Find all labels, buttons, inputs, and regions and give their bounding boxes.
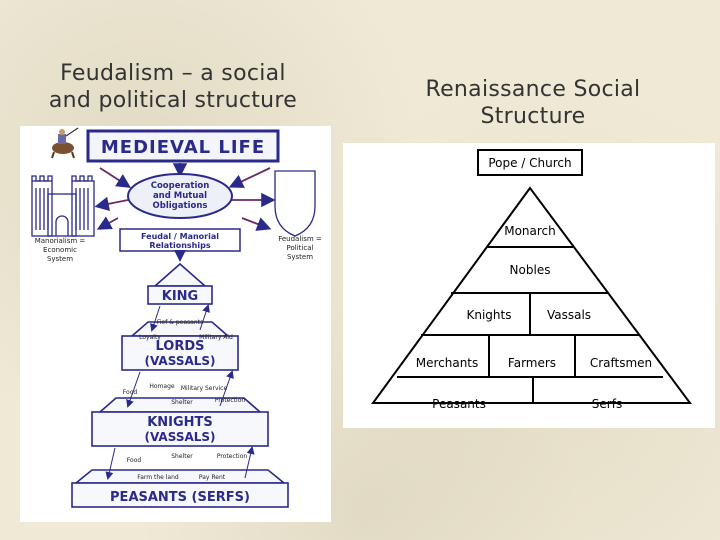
knight-icon <box>51 127 79 159</box>
label-homage: Homage <box>149 383 175 390</box>
tier-lords-vassals: (VASSALS) <box>144 354 215 368</box>
oval-line-1: Cooperation <box>151 181 210 191</box>
connector-arrows <box>94 163 276 231</box>
banner-title: MEDIEVAL LIFE <box>101 137 265 158</box>
cooperation-oval: Cooperation and Mutual Obligations <box>127 173 233 219</box>
label-military-service: Military Service <box>181 385 228 392</box>
label-fief: Fief & peasants <box>157 319 203 326</box>
monarch-label: Monarch <box>504 224 556 238</box>
pope-box <box>477 149 583 176</box>
right-slide-title: Renaissance Social Structure <box>368 76 698 130</box>
tier-lords: LORDS <box>155 339 204 354</box>
tier-peasants: PEASANTS (SERFS) <box>110 490 250 505</box>
merchants-label: Merchants <box>416 356 479 370</box>
tier-knights: KNIGHTS <box>147 415 213 430</box>
label-shelter-2: Shelter <box>171 453 193 460</box>
manorialism-line-2: Economic <box>43 246 77 254</box>
peasants-label: Peasants <box>432 397 486 411</box>
oval-line-3: Obligations <box>153 201 208 211</box>
renaissance-structure-diagram: Pope / Church Monarch Nobles Knights Vas… <box>343 143 715 428</box>
renaissance-structure-svg: Pope / Church Monarch Nobles Knights Vas… <box>371 149 692 411</box>
king-bar <box>147 285 213 305</box>
knights-bar <box>91 411 269 447</box>
feudal-box-line-1: Feudal / Manorial <box>141 232 219 241</box>
peasants-bar <box>71 482 289 508</box>
farmers-label: Farmers <box>508 356 556 370</box>
feudal-manorial-box: Feudal / Manorial Relationships <box>119 228 241 252</box>
obligation-arrows <box>105 304 255 480</box>
label-loyalty: Loyalty <box>139 334 161 341</box>
left-slide-title: Feudalism – a social and political struc… <box>8 60 338 114</box>
feudalism-line-3: System <box>287 253 313 261</box>
vassals-label: Vassals <box>547 308 591 322</box>
serfs-label: Serfs <box>592 397 622 411</box>
label-pay-rent: Pay Rent <box>199 474 226 481</box>
label-protection-2: Protection <box>217 453 248 460</box>
knights-label: Knights <box>467 308 512 322</box>
left-title-line-1: Feudalism – a social <box>60 61 286 86</box>
king-tier <box>152 262 208 287</box>
medieval-life-diagram: MEDIEVAL LIFE Manorialism = Economic Sys… <box>20 126 331 522</box>
lords-bar <box>121 335 239 371</box>
label-shelter-1: Shelter <box>171 399 193 406</box>
manorialism-line-1: Manorialism = <box>35 237 86 245</box>
nobles-label: Nobles <box>510 263 551 277</box>
feudalism-line-2: Political <box>287 244 314 252</box>
medieval-life-svg: MEDIEVAL LIFE Manorialism = Economic Sys… <box>31 127 322 508</box>
pope-church-label: Pope / Church <box>488 156 571 170</box>
feudal-box-line-2: Relationships <box>149 241 210 250</box>
right-title-line-2: Structure <box>480 104 586 129</box>
shield-icon <box>274 170 316 237</box>
tier-king: KING <box>162 289 198 304</box>
label-farm: Farm the land <box>137 474 179 481</box>
label-food-2: Food <box>127 457 142 464</box>
left-title-line-2: and political structure <box>48 88 298 113</box>
pyramid-outline <box>371 186 692 404</box>
right-title-line-1: Renaissance Social <box>425 77 641 102</box>
castle-icon <box>31 175 95 237</box>
tier-knights-vassals: (VASSALS) <box>144 430 215 444</box>
label-military-aid: Military Aid <box>199 334 233 341</box>
label-protection-1: Protection <box>215 397 246 404</box>
medieval-life-banner: MEDIEVAL LIFE <box>86 129 280 163</box>
manorialism-line-3: System <box>47 255 73 263</box>
label-food-1: Food <box>123 389 138 396</box>
peasants-tier-top <box>73 469 287 484</box>
pyramid <box>71 262 289 508</box>
feudalism-line-1: Feudalism = <box>278 235 322 243</box>
oval-line-2: and Mutual <box>153 191 207 201</box>
craftsmen-label: Craftsmen <box>590 356 652 370</box>
